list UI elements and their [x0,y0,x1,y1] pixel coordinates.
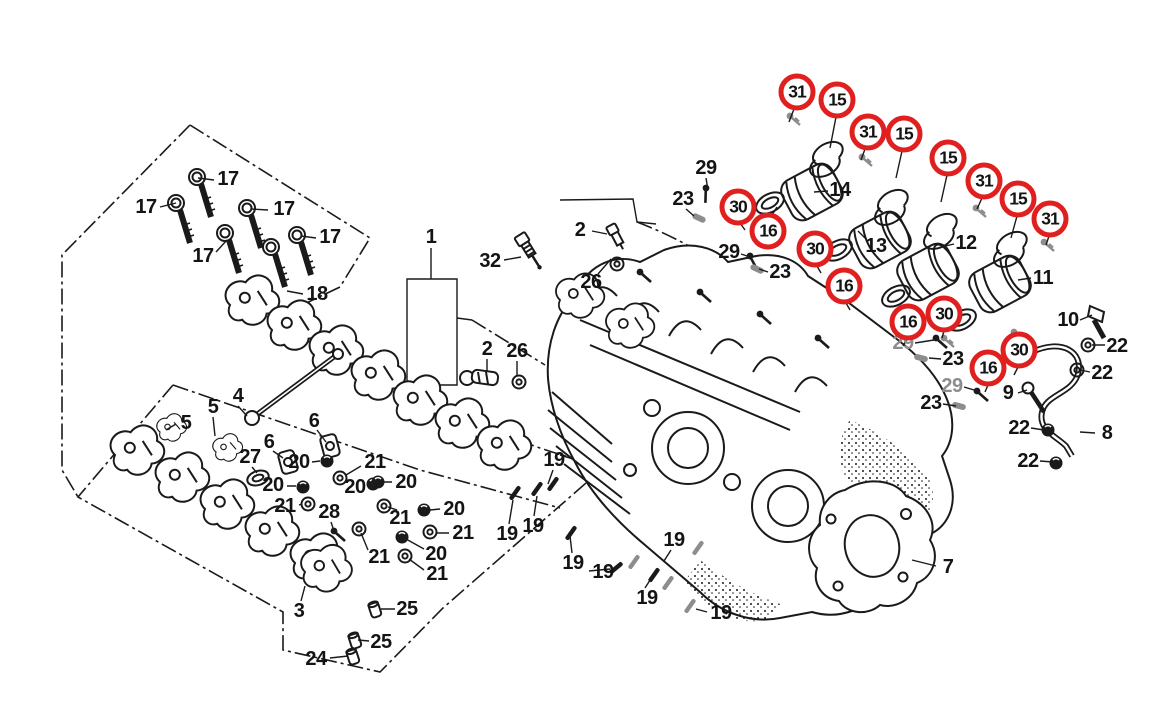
part-label-14: 14 [829,179,851,201]
leader-lines [159,108,1105,659]
highlighted-part-label-31: 31 [778,73,816,111]
valve-small-parts [153,348,383,667]
part-label-4: 4 [232,385,244,407]
part-label-17: 17 [319,226,341,248]
highlighted-part-label-16: 16 [969,349,1007,387]
part-label-17: 17 [135,196,157,218]
part-label-25: 25 [370,631,392,653]
part-label-22: 22 [1106,335,1128,357]
part-label-18: 18 [306,283,328,305]
part-label-21: 21 [452,522,474,544]
part-label-21: 21 [426,563,448,585]
part-label-23: 23 [920,392,942,414]
part-label-19: 19 [496,523,518,545]
highlighted-part-label-15: 15 [885,115,923,153]
part-label-3: 3 [293,600,305,622]
part-label-22: 22 [1008,417,1030,439]
part-label-5: 5 [207,396,219,418]
spark-plug [513,231,542,270]
highlighted-part-label-15: 15 [999,180,1037,218]
part-label-27: 27 [239,446,261,468]
part-label-5: 5 [180,412,192,434]
part-label-17: 17 [217,168,239,190]
highlighted-part-label-31: 31 [1031,200,1069,238]
highlighted-part-label-16: 16 [825,267,863,305]
part-label-20: 20 [443,498,465,520]
part-label-20: 20 [262,474,284,496]
part-label-17: 17 [273,198,295,220]
part-label-20: 20 [425,543,447,565]
banjo-bolt-10 [1086,304,1107,340]
highlighted-part-label-16: 16 [749,212,787,250]
part-label-22: 22 [1017,450,1039,472]
part-label-10: 10 [1057,309,1079,331]
head-gasket [808,480,936,613]
sensor-2-top [605,222,625,250]
part-label-21: 21 [389,507,411,529]
part-label-11: 11 [1032,267,1054,289]
highlighted-part-label-15: 15 [929,139,967,177]
part-label-26: 26 [580,271,602,293]
part-label-26: 26 [506,340,528,362]
part-label-20: 20 [395,471,417,493]
part-label-21: 21 [368,546,390,568]
part-label-19: 19 [592,561,614,583]
part-label-19: 19 [663,529,685,551]
part-label-6: 6 [263,431,275,453]
part-label-2: 2 [574,219,586,241]
highlighted-part-label-30: 30 [796,230,834,268]
part-label-12: 12 [955,232,977,254]
part-label-19: 19 [562,552,584,574]
highlighted-part-label-30: 30 [719,188,757,226]
guide-6 [277,449,299,475]
highlighted-part-label-15: 15 [818,81,856,119]
part-label-20: 20 [288,451,310,473]
part-label-19: 19 [636,587,658,609]
highlighted-part-label-30: 30 [925,295,963,333]
part-label-7: 7 [942,556,954,578]
highlighted-part-label-31: 31 [849,113,887,151]
part-label-13: 13 [865,235,887,257]
part-label-23: 23 [942,348,964,370]
part-label-32: 32 [479,250,501,272]
part-label-19: 19 [710,602,732,624]
part-label-19: 19 [522,515,544,537]
part-label-6: 6 [308,410,320,432]
part-label-29: 29 [695,157,717,179]
part-label-22: 22 [1091,362,1113,384]
part-label-2: 2 [481,338,493,360]
part-label-1: 1 [425,226,437,248]
part-label-23: 23 [769,261,791,283]
part-label-24: 24 [305,648,327,670]
part-label-19: 19 [543,449,565,471]
part-label-8: 8 [1101,422,1113,444]
part-label-25: 25 [396,598,418,620]
oil-pipe-assembly [1021,304,1107,471]
highlighted-part-label-16: 16 [889,303,927,341]
part-label-9: 9 [1002,382,1014,404]
part-label-21: 21 [364,451,386,473]
part-label-17: 17 [192,245,214,267]
part-label-29: 29 [718,241,740,263]
part-label-23: 23 [672,188,694,210]
part-1-bracket [406,198,657,386]
part-label-28: 28 [318,501,340,523]
highlighted-part-label-30: 30 [1000,331,1038,369]
sensor-2-bottom [459,368,500,387]
part-label-21: 21 [274,495,296,517]
highlighted-part-label-31: 31 [965,162,1003,200]
part-label-20: 20 [344,476,366,498]
part-label-29: 29 [941,375,963,397]
